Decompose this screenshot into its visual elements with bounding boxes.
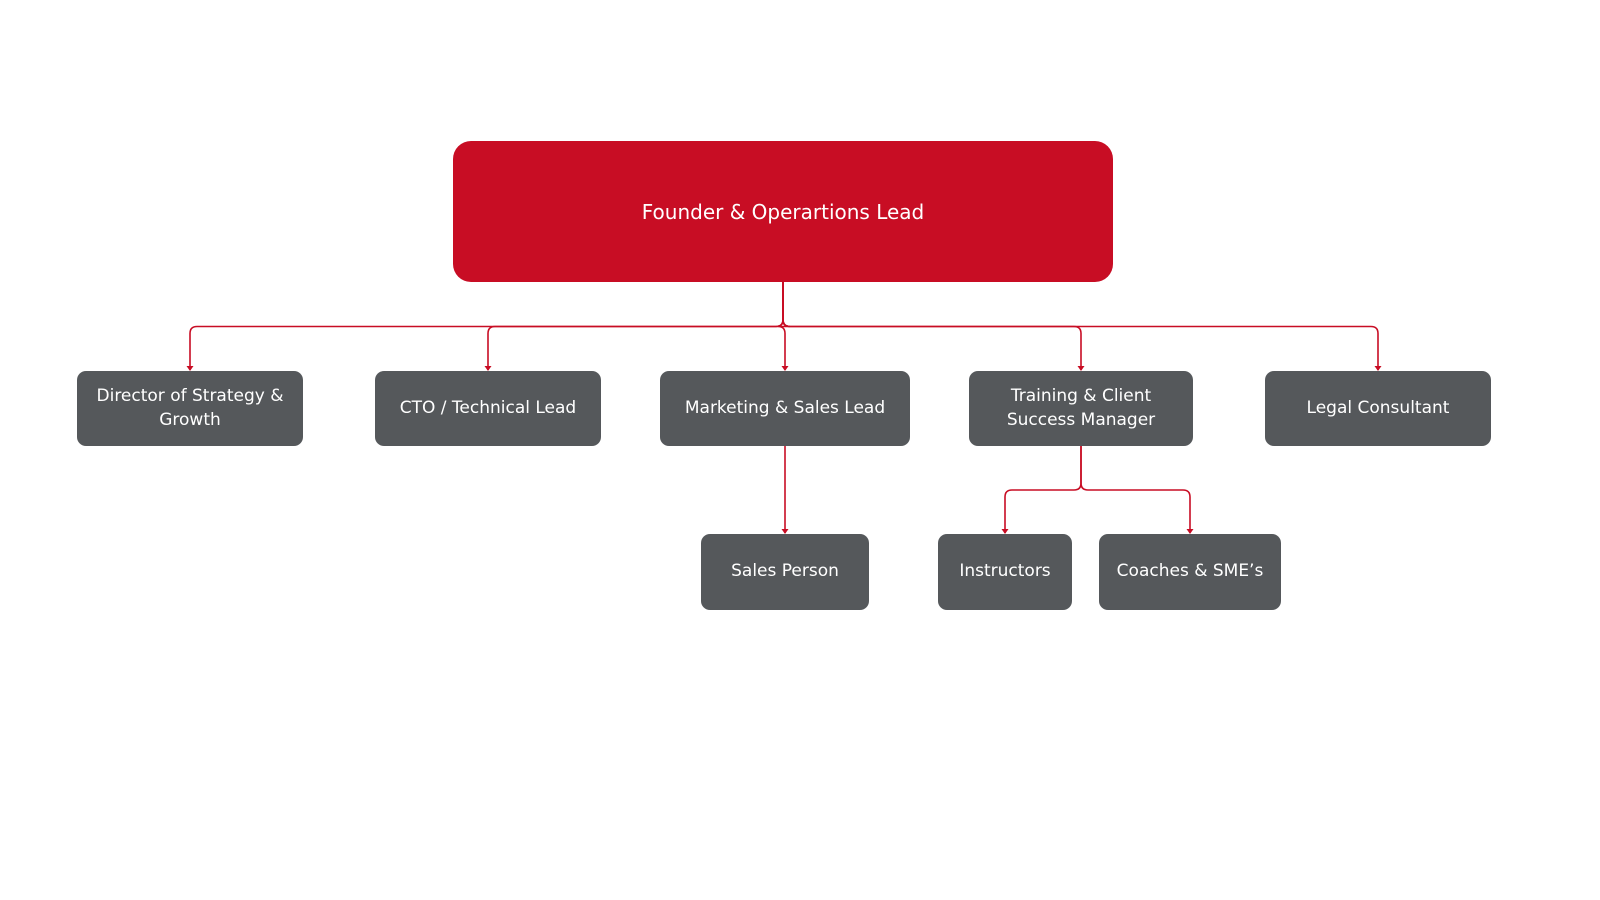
node-label: CTO / Technical Lead xyxy=(399,397,577,418)
arrowhead-director xyxy=(186,366,194,371)
arrowhead-instructors xyxy=(1001,529,1009,534)
arrowhead-cto xyxy=(484,366,492,371)
arrowhead-marketing xyxy=(781,366,789,371)
connector-founder-cto xyxy=(487,282,784,370)
node-label: Director of Strategy & Growth xyxy=(96,385,284,430)
arrowhead-coaches xyxy=(1186,529,1194,534)
node-instructors: Instructors xyxy=(938,534,1072,610)
node-marketing-sales-lead: Marketing & Sales Lead xyxy=(660,371,910,446)
node-label: Founder & Operartions Lead xyxy=(641,199,925,224)
node-legal-consultant: Legal Consultant xyxy=(1265,371,1491,446)
connector-training-coaches xyxy=(1080,446,1191,533)
node-label: Instructors xyxy=(959,561,1051,582)
node-training-client-success: Training & Client Success Manager xyxy=(969,371,1193,446)
node-director-strategy-growth: Director of Strategy & Growth xyxy=(77,371,303,446)
node-cto-technical-lead: CTO / Technical Lead xyxy=(375,371,601,446)
node-label: Coaches & SME’s xyxy=(1116,561,1264,582)
node-label: Sales Person xyxy=(731,561,839,582)
connector-founder-legal xyxy=(782,282,1379,370)
arrowhead-legal xyxy=(1374,366,1382,371)
arrowhead-sales xyxy=(781,529,789,534)
arrowhead-training xyxy=(1077,366,1085,371)
node-founder: Founder & Operartions Lead xyxy=(453,141,1113,282)
node-sales-person: Sales Person xyxy=(701,534,869,610)
node-label: Marketing & Sales Lead xyxy=(684,397,886,418)
connector-training-instructors xyxy=(1004,446,1082,533)
node-label: Training & Client Success Manager xyxy=(1006,385,1156,430)
node-coaches-smes: Coaches & SME’s xyxy=(1099,534,1281,610)
node-label: Legal Consultant xyxy=(1306,397,1450,418)
